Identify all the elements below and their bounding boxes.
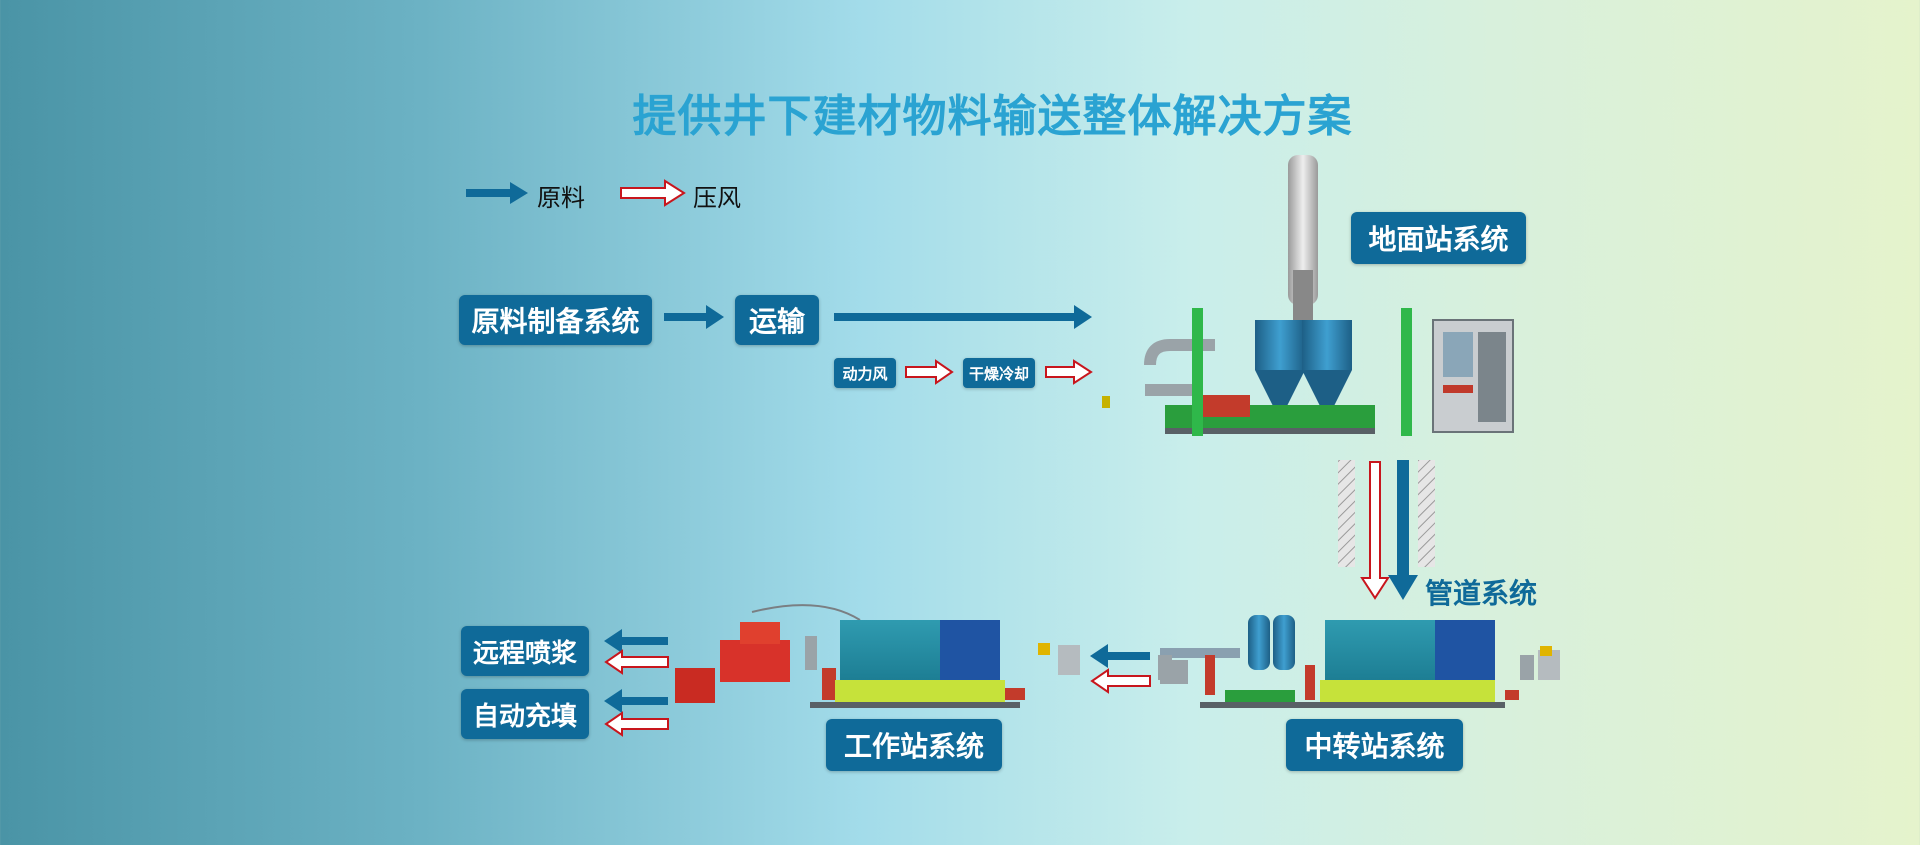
arrow-power-to-dry-icon — [905, 359, 954, 385]
page-title: 提供井下建材物料输送整体解决方案 — [632, 91, 1353, 142]
dry-cool-box: 干燥冷却 — [963, 358, 1035, 388]
relay-station-box: 中转站系统 — [1286, 719, 1463, 771]
arrow-relay-to-work-material-icon — [1090, 644, 1150, 668]
small-sensor-icon — [1102, 396, 1110, 408]
work-station-equipment-icon — [675, 604, 1025, 708]
remote-grouting-box: 远程喷浆 — [461, 626, 589, 676]
arrow-work-to-filling-material-icon — [604, 689, 668, 713]
power-air-box: 动力风 — [834, 358, 896, 388]
raw-prep-system-box: 原料制备系统 — [459, 295, 652, 345]
arrow-work-to-filling-air-icon — [604, 711, 669, 737]
pipeline-material-arrow-icon — [1388, 460, 1418, 600]
ground-station-equipment-icon — [1144, 155, 1514, 436]
legend-material-label: 原料 — [537, 184, 585, 212]
pipeline-system-label: 管道系统 — [1425, 577, 1538, 610]
legend-air-label: 压风 — [693, 184, 741, 212]
arrow-work-to-grouting-material-icon — [604, 629, 668, 653]
legend-air-arrow-icon — [620, 179, 686, 207]
arrow-relay-to-work-air-icon — [1090, 668, 1151, 694]
arrow-work-to-grouting-air-icon — [604, 649, 669, 675]
ground-station-box: 地面站系统 — [1351, 212, 1526, 264]
arrow-dry-to-ground-icon — [1045, 359, 1093, 385]
work-station-box: 工作站系统 — [826, 719, 1002, 771]
arrow-transport-to-ground-icon — [834, 305, 1092, 329]
arrow-raw-to-transport-icon — [664, 305, 724, 329]
pipeline-air-arrow-icon — [1360, 461, 1390, 600]
auto-filling-box: 自动充填 — [461, 689, 589, 739]
transport-box: 运输 — [735, 295, 819, 345]
legend-material-arrow-icon — [466, 182, 528, 204]
relay-station-equipment-icon — [1160, 615, 1560, 708]
small-instrument-icon — [1038, 643, 1172, 680]
pipeline-shaft-icon — [1338, 460, 1435, 567]
